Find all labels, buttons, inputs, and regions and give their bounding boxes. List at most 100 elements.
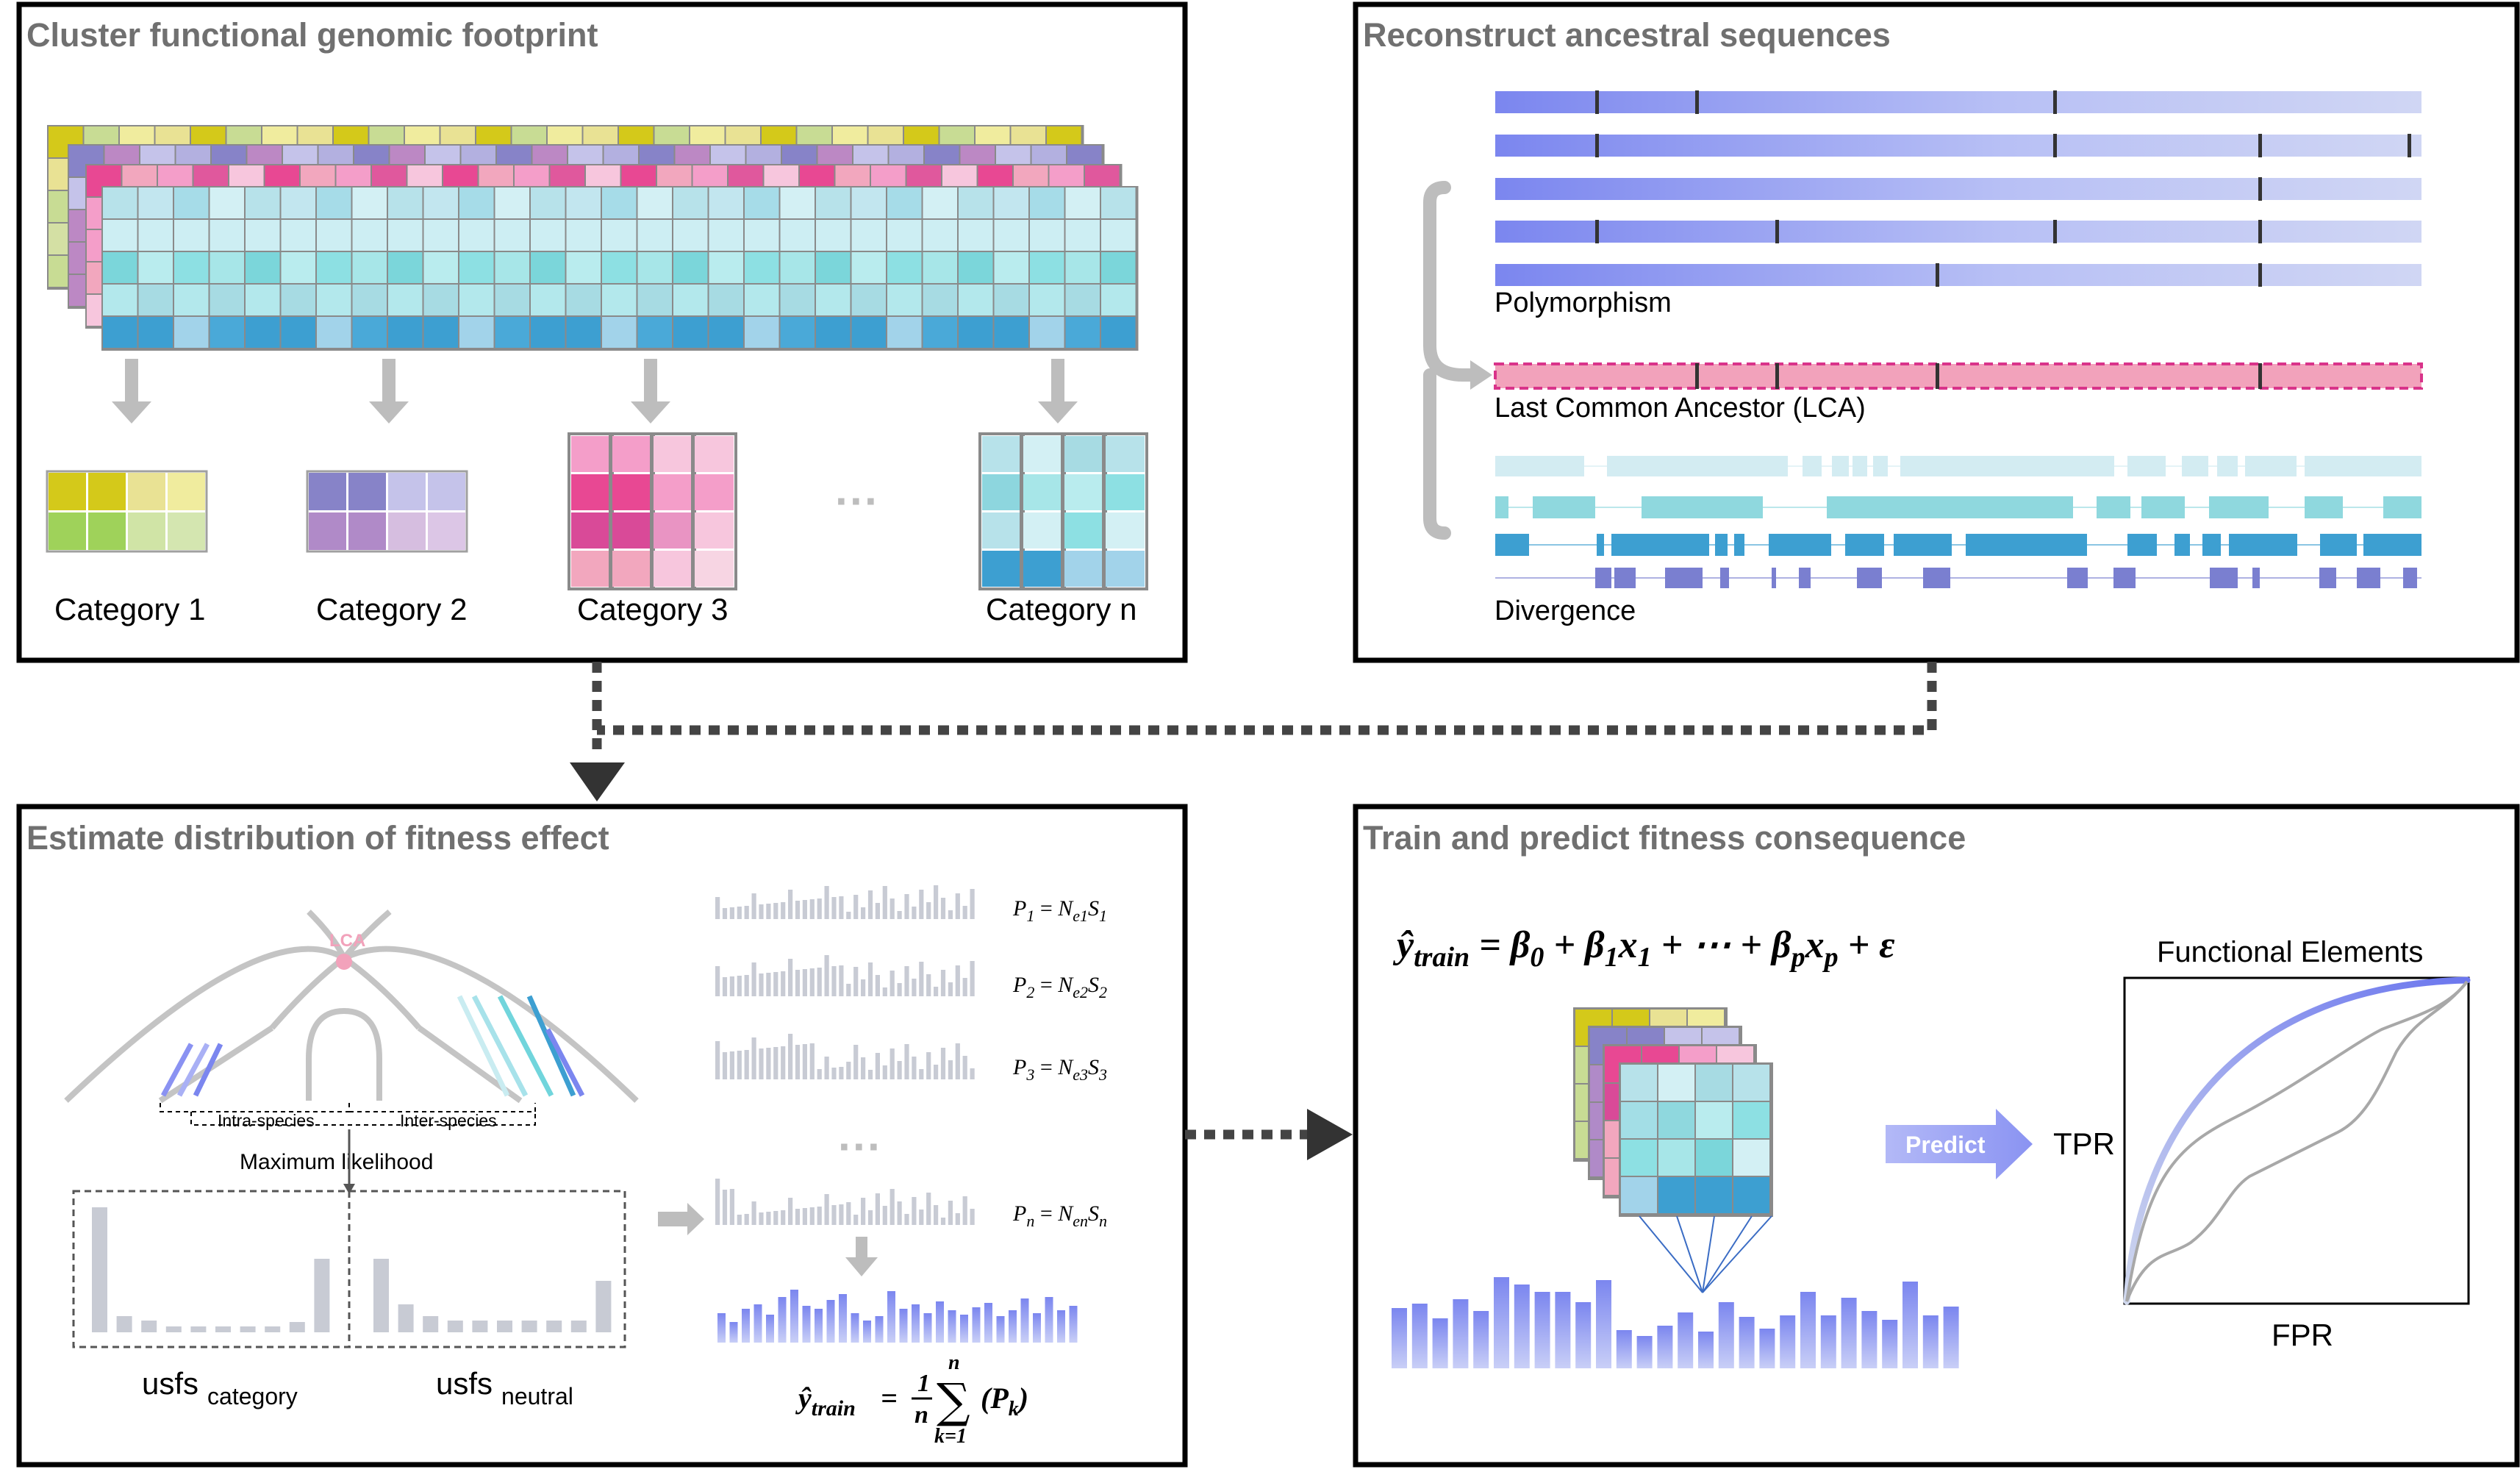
p-bar (817, 898, 822, 919)
p-bar (926, 902, 931, 919)
category-cell (428, 473, 465, 510)
divergence-segment (1900, 456, 2114, 476)
footprint-cell (246, 252, 280, 283)
p-bar (875, 1193, 880, 1225)
category-cell (428, 512, 465, 550)
footprint-cell (959, 187, 993, 218)
p-bar (722, 1052, 728, 1079)
y-train-bar (1057, 1310, 1065, 1343)
category-cell (1064, 436, 1103, 472)
p-bar (875, 975, 880, 996)
divergence-tracks (1495, 456, 2421, 588)
divergence-segment (2210, 568, 2238, 588)
footprint-cell (317, 252, 351, 283)
prediction-bar (1739, 1317, 1755, 1368)
category-cell (168, 512, 205, 550)
footprint-cell (352, 317, 387, 348)
p-bar (882, 987, 887, 996)
panel-dfe-title: Estimate distribution of fitness effect (26, 819, 609, 857)
footprint-cell (210, 252, 244, 283)
footprint-cell (923, 252, 957, 283)
divergence-segment (1845, 534, 1884, 556)
p-bar (897, 1061, 902, 1079)
p-bar (759, 973, 764, 996)
p-bar (962, 978, 967, 996)
divergence-segment (2383, 496, 2421, 518)
divergence-segment (2174, 534, 2190, 556)
polymorphism-label: Polymorphism (1495, 287, 1672, 318)
footprint-cell (709, 317, 743, 348)
feature-cell (1621, 1065, 1657, 1101)
footprint-cell (1065, 285, 1100, 315)
footprint-cell (566, 252, 601, 283)
footprint-cell (246, 187, 280, 218)
footprint-cell (388, 187, 423, 218)
p-bar (809, 1043, 815, 1079)
footprint-cell (388, 220, 423, 251)
footprint-cell (709, 252, 743, 283)
histogram-bar (116, 1316, 132, 1332)
footprint-cell (780, 252, 815, 283)
p-bar (759, 904, 764, 919)
p-bar (904, 966, 909, 996)
p-bar (867, 962, 873, 996)
down-arrow-2 (369, 359, 409, 424)
histogram-bar (165, 1326, 182, 1332)
panel-cluster-title: Cluster functional genomic footprint (26, 16, 598, 54)
footprint-cell (709, 187, 743, 218)
p-bar (955, 893, 960, 919)
p-bar (904, 1214, 909, 1225)
y-train-bar (815, 1309, 823, 1343)
divergence-segment (2202, 534, 2221, 556)
p-bar (766, 904, 771, 919)
divergence-segment (1595, 568, 1611, 588)
prediction-bar (1820, 1315, 1836, 1368)
footprint-cell (816, 285, 851, 315)
feature-cell (1733, 1065, 1769, 1101)
footprint-cell (780, 187, 815, 218)
y-train-bar (863, 1321, 871, 1343)
prediction-bar (1411, 1304, 1428, 1368)
p-equation: P3 = Ne3S3 (1012, 1055, 1107, 1084)
divergence-segment (1611, 534, 1709, 556)
histogram-bar (521, 1321, 537, 1332)
prediction-bar (1882, 1320, 1898, 1368)
inter-bracket (349, 1103, 536, 1112)
footprint-cell (210, 220, 244, 251)
footprint-cell (210, 187, 244, 218)
footprint-cell (851, 285, 886, 315)
category-column-frame (1020, 432, 1066, 590)
down-arrow-1 (112, 359, 151, 424)
footprint-cell (103, 187, 137, 218)
footprint-cell (923, 317, 957, 348)
sequence-tick (2408, 134, 2411, 157)
p-bar (934, 885, 939, 919)
category-column-frame (568, 432, 614, 590)
tree-root-right (341, 909, 392, 960)
feature-cell (1658, 1102, 1694, 1138)
sequence-bar (1495, 91, 2421, 113)
p-bar (926, 974, 931, 996)
p-bar (846, 1202, 851, 1225)
footprint-cell (388, 285, 423, 315)
divergence-segment (1873, 456, 1888, 476)
lineage-brace-arrow (1470, 360, 1492, 390)
footprint-cell (994, 187, 1028, 218)
footprint-cell (459, 220, 494, 251)
y-train-bar (875, 1316, 884, 1343)
divergence-segment (2067, 568, 2088, 588)
sequence-tick (1595, 90, 1599, 114)
feature-cell (1696, 1102, 1732, 1138)
lca-tick (1695, 363, 1699, 389)
divergence-segment (1533, 496, 1595, 518)
p-bar (788, 959, 793, 996)
footprint-cell (103, 285, 137, 315)
p-bar (751, 1037, 756, 1079)
inter-lineage (545, 1028, 585, 1097)
footprint-cell (174, 285, 209, 315)
p-bar (781, 1046, 786, 1079)
footprint-cell (780, 317, 815, 348)
footprint-cell (673, 285, 708, 315)
